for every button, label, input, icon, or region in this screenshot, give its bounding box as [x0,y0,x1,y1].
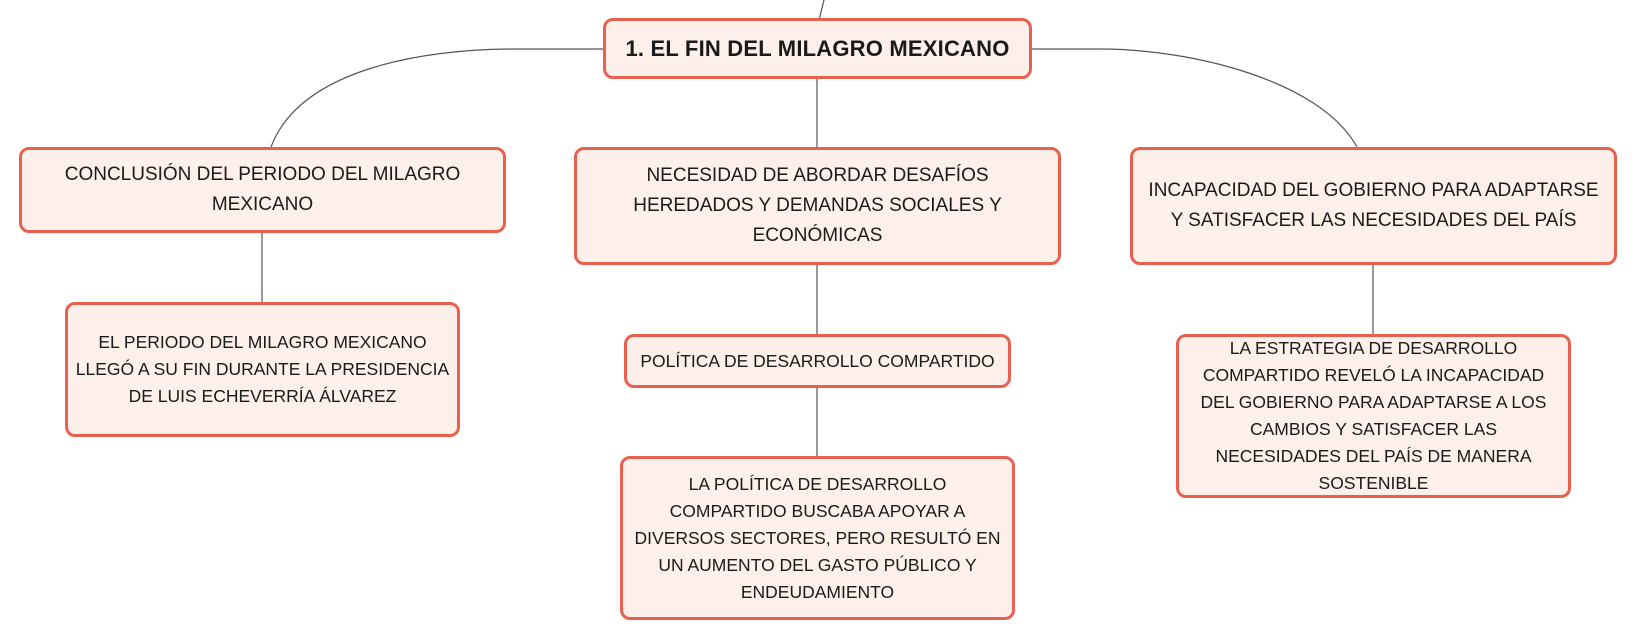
branch-topic-label: NECESIDAD DE ABORDAR DESAFÍOS HEREDADOS … [633,165,1002,246]
subtopic-label: LA ESTRATEGIA DE DESARROLLO COMPARTIDO R… [1200,338,1547,493]
subtopic-estrategia-incapacidad[interactable]: LA ESTRATEGIA DE DESARROLLO COMPARTIDO R… [1176,334,1571,498]
branch-topic-label: INCAPACIDAD DEL GOBIERNO PARA ADAPTARSE … [1148,180,1599,231]
subtopic-label: POLÍTICA DE DESARROLLO COMPARTIDO [640,350,995,371]
subtopic-presidencia-echeverria[interactable]: EL PERIODO DEL MILAGRO MEXICANO LLEGÓ A … [65,302,460,437]
root-topic[interactable]: 1. EL FIN DEL MILAGRO MEXICANO [603,18,1032,79]
branch-topic-incapacidad[interactable]: INCAPACIDAD DEL GOBIERNO PARA ADAPTARSE … [1130,147,1617,265]
connector-parent-to-root [818,0,825,21]
connector-root-to-branch-1 [270,48,604,148]
connector-root-to-branch-3 [1032,48,1358,148]
branch-topic-necesidad[interactable]: NECESIDAD DE ABORDAR DESAFÍOS HEREDADOS … [574,147,1061,265]
subtopic-label: EL PERIODO DEL MILAGRO MEXICANO LLEGÓ A … [75,332,450,406]
subtopic-label: LA POLÍTICA DE DESARROLLO COMPARTIDO BUS… [634,473,1001,602]
branch-topic-conclusion[interactable]: CONCLUSIÓN DEL PERIODO DEL MILAGRO MEXIC… [19,147,506,233]
subtopic-politica-desarrollo-compartido[interactable]: POLÍTICA DE DESARROLLO COMPARTIDO [624,334,1011,388]
root-topic-label: 1. EL FIN DEL MILAGRO MEXICANO [625,35,1010,61]
branch-topic-label: CONCLUSIÓN DEL PERIODO DEL MILAGRO MEXIC… [64,164,461,215]
subtopic-gasto-publico[interactable]: LA POLÍTICA DE DESARROLLO COMPARTIDO BUS… [620,456,1015,620]
